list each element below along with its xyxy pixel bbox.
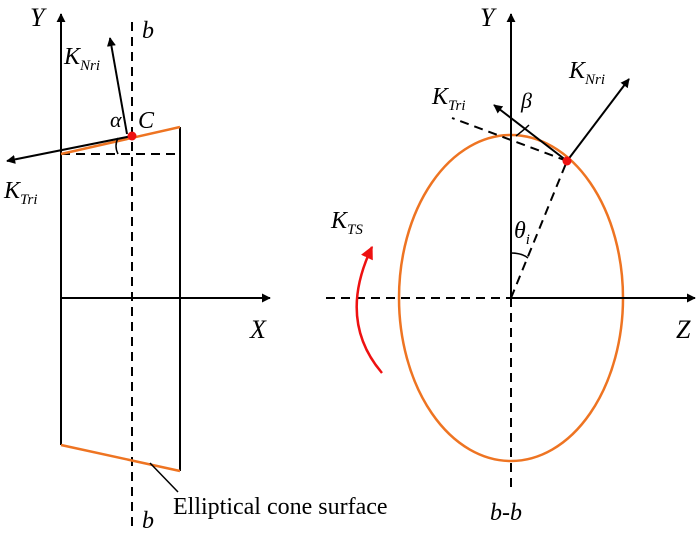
point-c [127, 131, 137, 141]
point-c-label: C [138, 108, 155, 134]
left-normal-vector-label: KNri [63, 44, 100, 74]
right-axis-z-label: Z [676, 315, 691, 344]
section-top-label: b [142, 18, 154, 44]
left-view: Y X b b α C KNri KTri Elliptical cone su… [3, 3, 388, 534]
cone-surface-bottom [60, 443, 181, 473]
left-tangent-vector [6, 135, 133, 164]
beta-arc [515, 124, 530, 137]
right-normal-vector [566, 78, 630, 162]
right-tangent-vector-label: KTri [431, 84, 466, 114]
right-axis-y-label: Y [480, 3, 497, 32]
cone-surface-top [60, 125, 181, 156]
tangent-dashed [451, 117, 568, 162]
theta-label: θi [514, 218, 530, 248]
alpha-label: α [110, 107, 122, 132]
rotation-vector-label: KTS [330, 208, 363, 238]
left-axis-x-label: X [249, 315, 267, 344]
right-view: Y Z b-b β θi KNri KTri KTS [326, 3, 696, 526]
radius-dashed [510, 160, 568, 299]
right-normal-vector-label: KNri [568, 58, 605, 88]
rotation-arrow [355, 245, 383, 374]
surface-point [562, 156, 572, 166]
surface-leader-line [149, 462, 179, 493]
left-axis-y-label: Y [30, 3, 47, 32]
surface-label: Elliptical cone surface [173, 494, 388, 520]
left-normal-vector [106, 37, 128, 135]
alpha-arc [115, 137, 119, 155]
left-tangent-vector-label: KTri [3, 178, 38, 208]
beta-label: β [520, 88, 532, 113]
section-bottom-label: b [142, 508, 154, 534]
right-tangent-vector [493, 104, 568, 162]
section-bb-label: b-b [490, 500, 522, 526]
theta-arc [510, 252, 529, 259]
